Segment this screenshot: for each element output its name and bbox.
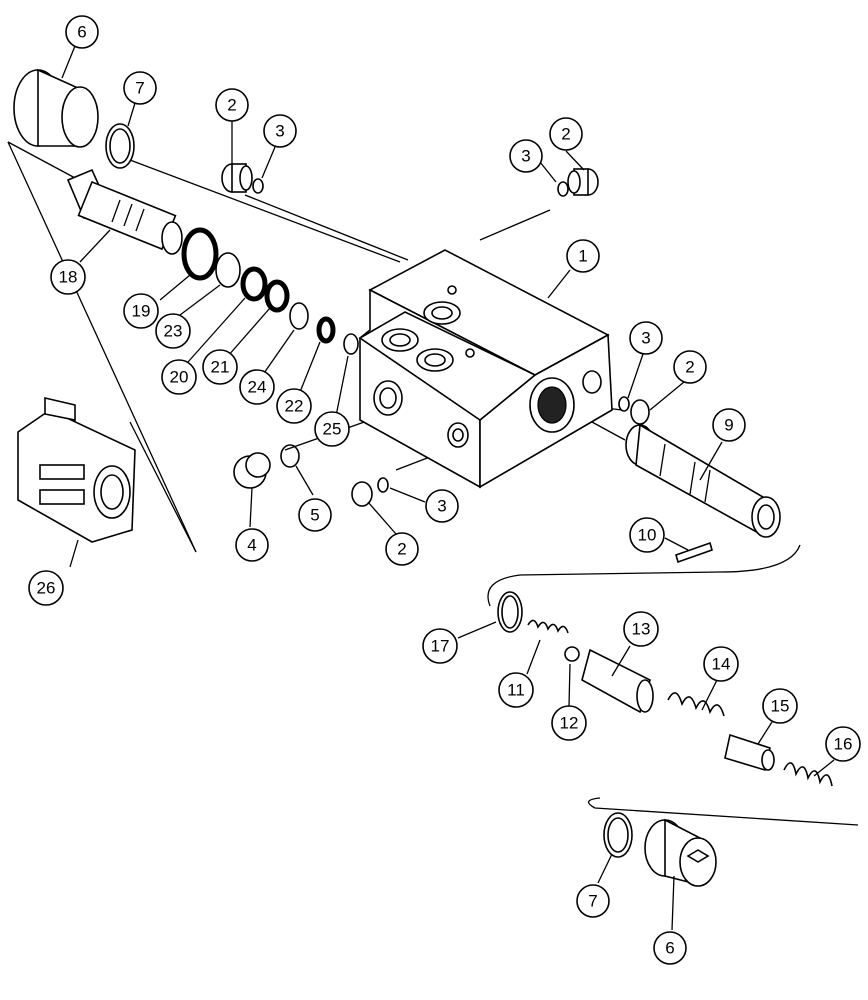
callout-label: 26 [37, 579, 56, 598]
callout-c3a: 3 [263, 114, 297, 148]
callout-label: 2 [561, 125, 570, 144]
callout-c26: 26 [28, 570, 64, 606]
callout-label: 6 [665, 939, 674, 958]
callout-c24: 24 [239, 369, 275, 405]
callout-label: 19 [132, 302, 151, 321]
callout-label: 12 [560, 714, 579, 733]
small-plugs [221, 163, 650, 507]
plug-cap-top [13, 68, 99, 148]
callout-label: 3 [521, 147, 530, 166]
callout-c10: 10 [629, 517, 665, 553]
callout-c18: 18 [50, 259, 86, 295]
callout-label: 10 [638, 526, 657, 545]
callout-c5: 5 [298, 498, 332, 532]
callout-c15: 15 [762, 688, 798, 724]
leader-lines [61, 45, 835, 931]
callout-c2b: 2 [549, 117, 583, 151]
callout-c25: 25 [314, 411, 350, 447]
callout-label: 16 [834, 735, 853, 754]
callout-label: 6 [77, 23, 86, 42]
callout-c3d: 3 [425, 489, 459, 523]
callout-label: 7 [135, 79, 144, 98]
callout-label: 3 [437, 497, 446, 516]
callout-c11: 11 [498, 672, 534, 708]
callout-c14: 14 [703, 646, 739, 682]
pin [675, 541, 713, 564]
callout-label: 3 [275, 122, 284, 141]
callout-c12: 12 [551, 705, 587, 741]
callout-c7b: 7 [576, 884, 610, 918]
callout-c20: 20 [161, 359, 197, 395]
callout-label: 13 [632, 620, 651, 639]
callout-c3c: 3 [629, 321, 663, 355]
callout-label: 15 [771, 697, 790, 716]
callout-label: 2 [397, 540, 406, 559]
callout-label: 7 [588, 892, 597, 911]
callout-c21: 21 [202, 349, 238, 385]
callout-c3b: 3 [509, 139, 543, 173]
callout-label: 17 [431, 637, 450, 656]
callout-label: 20 [170, 368, 189, 387]
callout-c2a: 2 [215, 88, 249, 122]
callout-label: 24 [248, 378, 267, 397]
callout-c9: 9 [712, 408, 746, 442]
callout-label: 2 [227, 96, 236, 115]
callout-label: 1 [578, 247, 587, 266]
callout-label: 2 [685, 358, 694, 377]
callout-label: 23 [164, 322, 183, 341]
callout-label: 25 [323, 420, 342, 439]
guide-lines [7, 141, 859, 826]
callout-c1: 1 [566, 239, 600, 273]
callout-label: 5 [310, 506, 319, 525]
callouts: 6 7 2 3 3 2 1 18 19 23 20 21 24 22 25 3 … [28, 15, 861, 965]
callout-label: 4 [247, 536, 256, 555]
callout-c4: 4 [235, 528, 269, 562]
callout-label: 21 [211, 358, 230, 377]
callout-label: 14 [712, 655, 731, 674]
callout-label: 18 [59, 268, 78, 287]
callout-label: 11 [507, 681, 525, 700]
callout-c2d: 2 [385, 532, 419, 566]
bottom-plug-assembly [603, 812, 717, 887]
callout-label: 22 [285, 397, 304, 416]
solenoid-cartridge [66, 168, 183, 255]
ring-top [105, 123, 135, 169]
callout-label: 3 [641, 329, 650, 348]
callout-c6a: 6 [65, 15, 99, 49]
spool [625, 423, 781, 538]
callout-label: 9 [724, 416, 733, 435]
callout-c19: 19 [123, 293, 159, 329]
valve-body [358, 249, 613, 489]
callout-c16: 16 [825, 726, 861, 762]
relief-assembly [497, 591, 833, 787]
callout-c7a: 7 [123, 71, 157, 105]
callout-c13: 13 [623, 611, 659, 647]
solenoid-coil [17, 396, 136, 543]
seal-stack [181, 227, 359, 355]
callout-c22: 22 [276, 388, 312, 424]
callout-c6b: 6 [653, 931, 687, 965]
callout-c17: 17 [422, 628, 458, 664]
callout-c23: 23 [155, 313, 191, 349]
callout-c2c: 2 [673, 350, 707, 384]
